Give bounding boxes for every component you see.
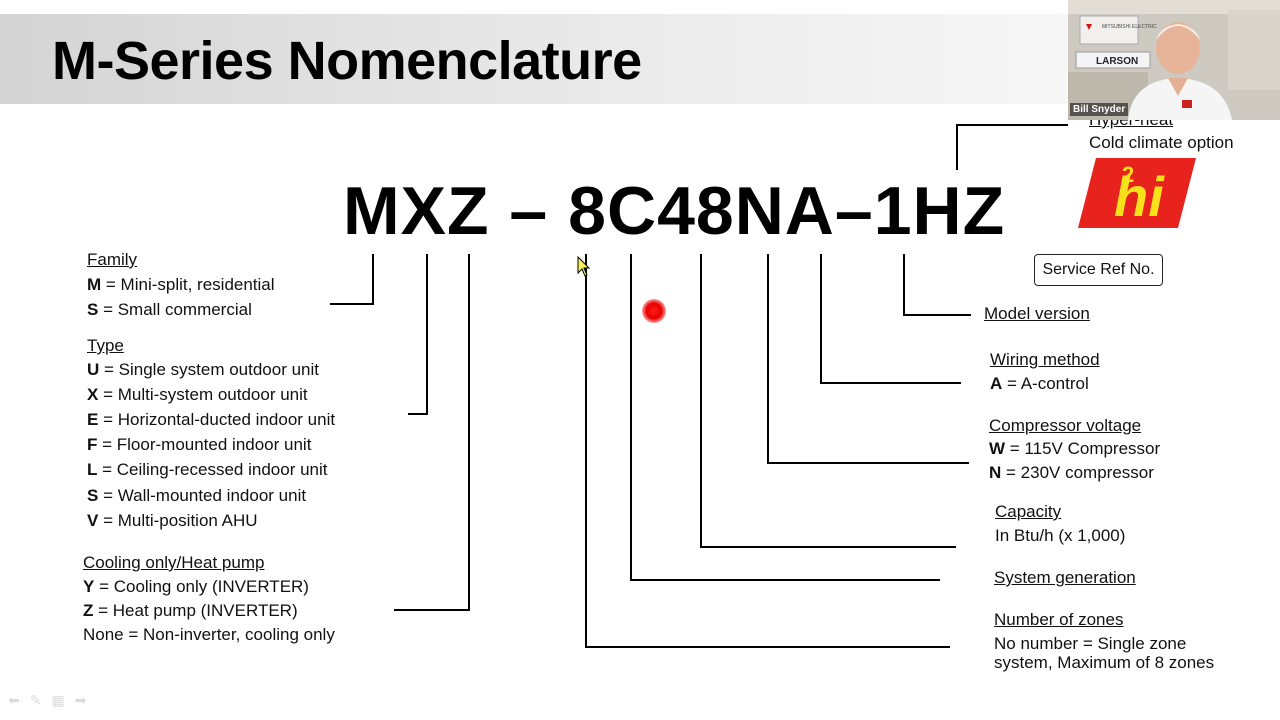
connector-generation-h: [630, 579, 940, 581]
slides-grid-icon[interactable]: ▦: [51, 692, 65, 708]
type-item: F = Floor-mounted indoor unit: [87, 435, 311, 455]
cooling-item: Z = Heat pump (INVERTER): [83, 601, 298, 621]
connector-wiring-h: [820, 382, 961, 384]
family-heading: Family: [87, 250, 138, 269]
type-item: L = Ceiling-recessed indoor unit: [87, 460, 328, 480]
voltage-item: N = 230V compressor: [989, 463, 1154, 483]
capacity-heading: Capacity: [995, 502, 1062, 521]
wiring-heading: Wiring method: [990, 350, 1100, 369]
type-desc: = Wall-mounted indoor unit: [98, 486, 307, 505]
connector-type: [426, 254, 428, 414]
wiring-item: A = A-control: [990, 374, 1089, 394]
connector-family: [372, 254, 374, 304]
cooling-item: Y = Cooling only (INVERTER): [83, 577, 309, 597]
connector-model-version: [903, 254, 905, 316]
type-desc: = Ceiling-recessed indoor unit: [97, 460, 328, 479]
webcam-video[interactable]: MITSUBISHI ELECTRIC LARSON Bill Snyder: [1068, 0, 1280, 120]
model-number: MXZ – 8C48NA–1HZ: [343, 173, 1006, 249]
laser-pointer-dot: [642, 299, 666, 323]
voltage-key: N: [989, 463, 1002, 482]
voltage-key: W: [989, 439, 1006, 458]
type-desc: = Horizontal-ducted indoor unit: [98, 410, 336, 429]
type-key: F: [87, 435, 98, 454]
cooling-key: Z: [83, 601, 94, 620]
cooling-desc: = Heat pump (INVERTER): [93, 601, 298, 620]
type-heading: Type: [87, 336, 124, 355]
connector-family-h: [330, 303, 374, 305]
type-item: E = Horizontal-ducted indoor unit: [87, 410, 335, 430]
wiring-key: A: [990, 374, 1003, 393]
connector-model-version-h: [903, 314, 971, 316]
connector-wiring: [820, 254, 822, 384]
participant-name: Bill Snyder: [1070, 103, 1129, 116]
model-version-heading: Model version: [984, 304, 1090, 323]
type-key: X: [87, 385, 99, 404]
connector-zones: [585, 254, 587, 648]
type-key: S: [87, 486, 99, 505]
cooling-key: Y: [83, 577, 95, 596]
wiring-desc: = A-control: [1002, 374, 1089, 393]
webcam-frame: MITSUBISHI ELECTRIC LARSON: [1068, 0, 1280, 120]
capacity-desc: In Btu/h (x 1,000): [995, 526, 1126, 545]
type-item: S = Wall-mounted indoor unit: [87, 486, 306, 506]
connector-hyperheat-h: [956, 124, 1068, 126]
connector-type-h: [408, 413, 428, 415]
slide-title: M-Series Nomenclature: [52, 31, 642, 91]
connector-voltage: [767, 254, 769, 464]
next-slide-icon[interactable]: ➡: [74, 692, 87, 708]
cooling-none: None = Non-inverter, cooling only: [83, 625, 335, 644]
type-desc: = Multi-position AHU: [98, 511, 258, 530]
logo-letter: hi: [1114, 165, 1165, 228]
connector-zones-h: [585, 646, 950, 648]
logo-superscript: 2: [1122, 162, 1134, 187]
connector-capacity-h: [700, 546, 956, 548]
connector-cooling-h: [394, 609, 470, 611]
family-item: M = Mini-split, residential: [87, 275, 275, 295]
hyperheat-desc: Cold climate option: [1089, 133, 1234, 152]
family-desc: = Small commercial: [98, 300, 252, 319]
webcam-sign-text: MITSUBISHI ELECTRIC: [1102, 24, 1157, 30]
type-key: V: [87, 511, 99, 530]
connector-capacity: [700, 254, 702, 548]
family-key: M: [87, 275, 102, 294]
voltage-heading: Compressor voltage: [989, 416, 1142, 435]
type-desc: = Floor-mounted indoor unit: [97, 435, 312, 454]
type-key: E: [87, 410, 99, 429]
connector-generation: [630, 254, 632, 581]
type-desc: = Multi-system outdoor unit: [98, 385, 308, 404]
prev-slide-icon[interactable]: ⬅: [8, 692, 20, 708]
h2i-logo: hi 2: [1078, 158, 1196, 228]
generation-heading: System generation: [994, 568, 1136, 587]
type-key: L: [87, 460, 98, 479]
pen-icon[interactable]: ✎: [29, 692, 42, 708]
type-item: U = Single system outdoor unit: [87, 360, 319, 380]
zones-desc-line1: No number = Single zone: [994, 634, 1187, 653]
voltage-desc: = 115V Compressor: [1005, 439, 1161, 458]
family-desc: = Mini-split, residential: [101, 275, 275, 294]
mouse-cursor-icon: [577, 256, 591, 277]
type-desc: = Single system outdoor unit: [99, 360, 319, 379]
cooling-desc: = Cooling only (INVERTER): [94, 577, 309, 596]
family-key: S: [87, 300, 99, 319]
zones-desc-line2: system, Maximum of 8 zones: [994, 653, 1215, 672]
voltage-item: W = 115V Compressor: [989, 439, 1160, 459]
type-item: X = Multi-system outdoor unit: [87, 385, 308, 405]
slideshow-toolbar[interactable]: ⬅ ✎ ▦ ➡: [8, 692, 86, 708]
webcam-sign-text: LARSON: [1096, 56, 1138, 67]
voltage-desc: = 230V compressor: [1001, 463, 1154, 482]
type-item: V = Multi-position AHU: [87, 511, 258, 531]
service-ref-box: Service Ref No.: [1034, 254, 1163, 286]
title-bar: [0, 14, 1068, 104]
connector-hyperheat: [956, 124, 958, 170]
cooling-heading: Cooling only/Heat pump: [83, 553, 265, 572]
connector-voltage-h: [767, 462, 969, 464]
family-item: S = Small commercial: [87, 300, 252, 320]
zones-heading: Number of zones: [994, 610, 1124, 629]
type-key: U: [87, 360, 100, 379]
connector-cooling: [468, 254, 470, 611]
